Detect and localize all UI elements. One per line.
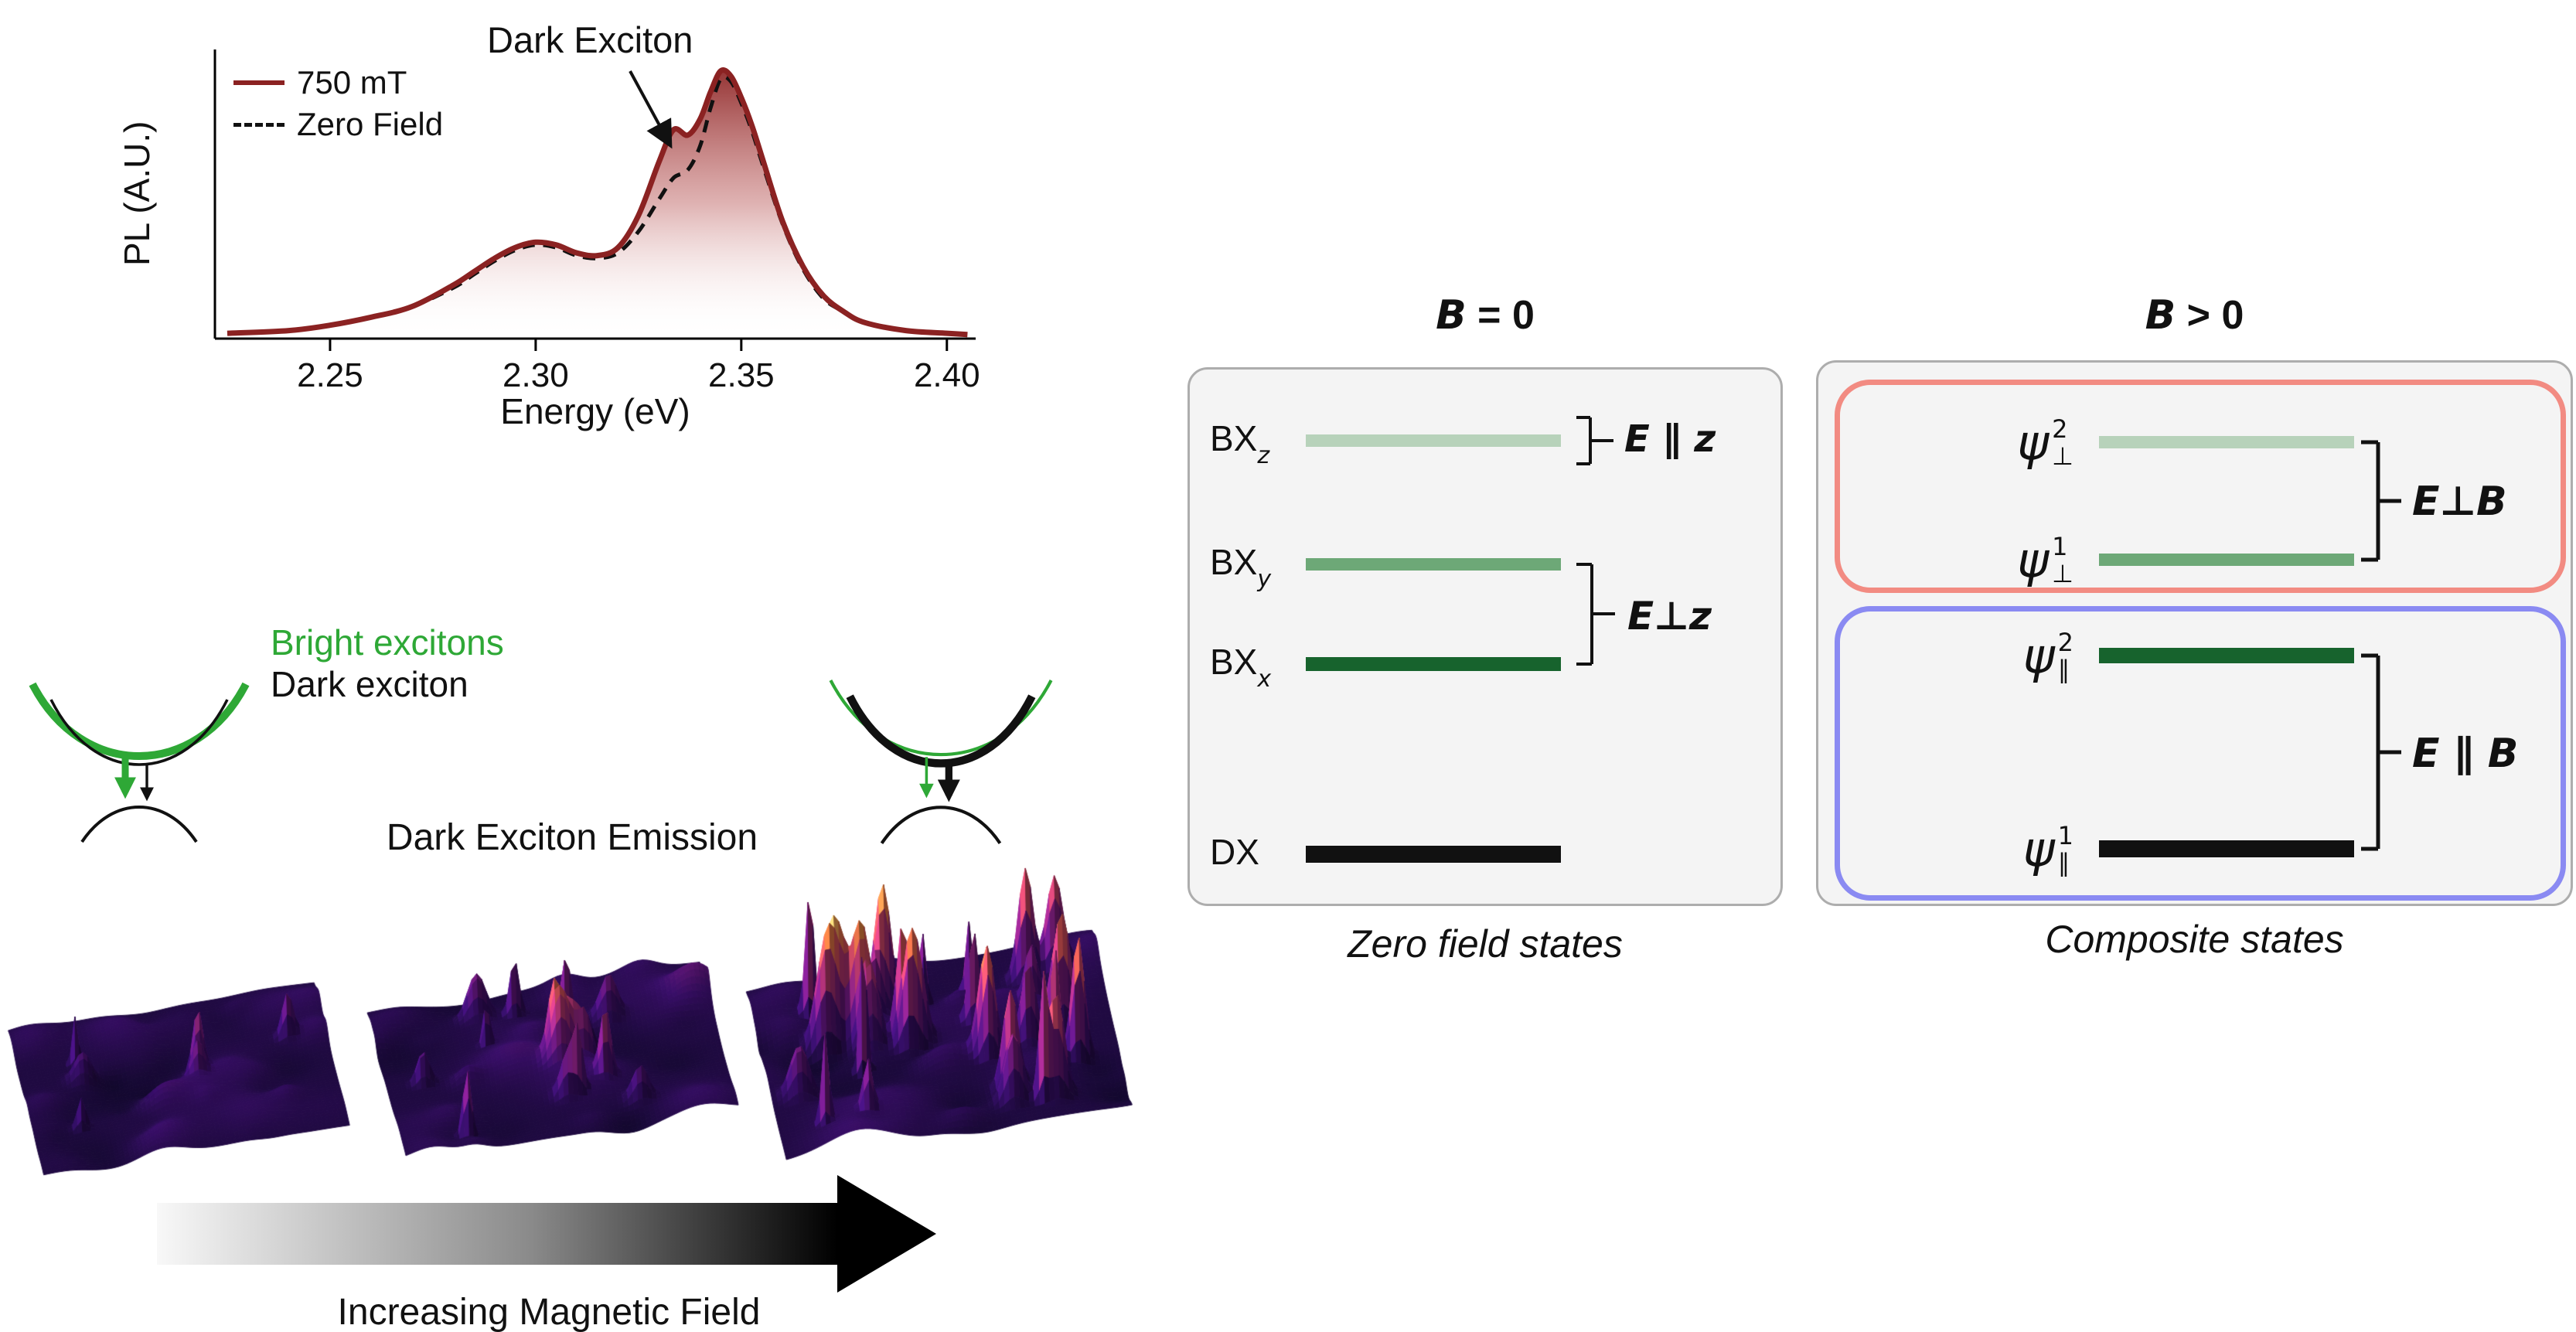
dark-exciton-band — [49, 699, 229, 766]
level-label-bxz: BXz — [1210, 418, 1270, 470]
bracket-e-perp-b — [2361, 440, 2401, 562]
emission-surface-low-field — [5, 881, 360, 1191]
spectrum-legend: 750 mT Zero Field — [233, 62, 443, 145]
magnetic-field-arrowhead — [837, 1175, 936, 1293]
field-on-header: B > 0 — [1816, 292, 2573, 339]
legend-item-zero-field: Zero Field — [233, 104, 443, 145]
e-par-b-label: E ∥ B — [2412, 731, 2519, 777]
composite-states-caption: Composite states — [2045, 918, 2344, 961]
spectrum-curves — [227, 67, 968, 339]
bright-exciton-band — [29, 682, 250, 760]
dashed-line-swatch — [233, 122, 285, 127]
x-tick-label: 2.30 — [503, 356, 569, 394]
bracket-e-par-b — [2361, 653, 2401, 851]
x-tick-label: 2.40 — [914, 356, 980, 394]
zero-field-panel: BXz E ∥ z BXy BXx E⊥z DX — [1187, 367, 1783, 906]
legend-label: Zero Field — [297, 106, 444, 142]
zero-field-header: B = 0 — [1187, 292, 1783, 339]
bracket-e-perp-z — [1576, 563, 1615, 666]
x-tick-label: 2.25 — [297, 356, 363, 394]
spectrum-x-axis-label: Energy (eV) — [500, 391, 690, 431]
x-axis-ticks: 2.25 2.30 2.35 2.40 — [297, 339, 980, 394]
emission-surface-high-field — [742, 816, 1144, 1179]
dark-exciton-emission-label: Dark Exciton Emission — [386, 817, 758, 858]
field-750mt-curve — [227, 67, 968, 338]
header-variable: B — [1436, 292, 1467, 339]
level-bar-bxy — [1306, 558, 1561, 571]
bracket-e-parallel-z — [1576, 416, 1613, 465]
dark-exciton-band — [846, 694, 1036, 768]
band-diagram-low-field — [29, 682, 250, 843]
level-bar-psi-perp-1 — [2099, 554, 2354, 566]
bright-exciton-band — [829, 680, 1053, 757]
parallel-states-group — [1835, 606, 2566, 901]
e-perp-z-label: E⊥z — [1627, 594, 1712, 639]
x-tick-label: 2.35 — [708, 356, 775, 394]
level-label-dx: DX — [1210, 832, 1259, 872]
header-variable: B — [2145, 292, 2176, 339]
ground-state-band — [80, 806, 198, 843]
e-perp-b-label: E⊥B — [2412, 479, 2507, 525]
level-bar-bxx — [1306, 657, 1561, 671]
level-bar-psi-perp-2 — [2099, 436, 2354, 448]
zero-field-caption: Zero field states — [1348, 922, 1623, 966]
level-bar-psi-par-2 — [2099, 648, 2354, 663]
pl-spectrum-chart: 2.25 2.30 2.35 2.40 — [213, 49, 980, 394]
emission-surface-mid-field — [363, 858, 750, 1175]
level-label-bxy: BXy — [1210, 542, 1272, 594]
dark-exciton-annotation: Dark Exciton — [487, 19, 693, 60]
level-bar-psi-par-1 — [2099, 840, 2354, 857]
e-parallel-z-label: E ∥ z — [1624, 417, 1716, 461]
solid-line-swatch — [233, 80, 285, 85]
spectrum-fill-area — [227, 70, 968, 339]
header-rest: = 0 — [1466, 293, 1535, 338]
annotation-arrow — [629, 70, 673, 149]
level-bar-bxz — [1306, 434, 1561, 447]
legend-label: 750 mT — [297, 64, 407, 100]
level-bar-dx — [1306, 846, 1561, 863]
level-label-bxx: BXx — [1210, 642, 1272, 693]
magnetic-field-gradient-arrow-body — [157, 1203, 837, 1265]
bright-excitons-label: Bright excitons — [271, 622, 504, 663]
perpendicular-states-group — [1835, 380, 2566, 593]
header-rest: > 0 — [2176, 293, 2244, 338]
legend-item-750mt: 750 mT — [233, 62, 443, 104]
increasing-field-label: Increasing Magnetic Field — [337, 1292, 761, 1332]
dark-exciton-label: Dark exciton — [271, 664, 469, 704]
